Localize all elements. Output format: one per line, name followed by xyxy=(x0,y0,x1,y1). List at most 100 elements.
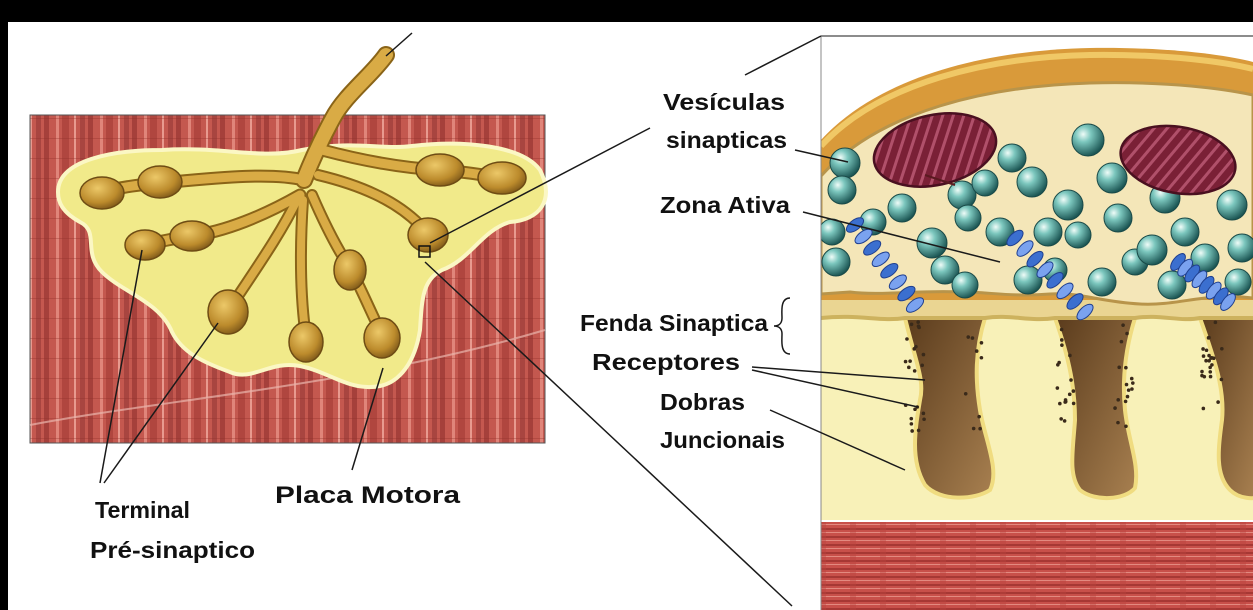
receptor-dot xyxy=(1113,406,1117,410)
terminal-bouton xyxy=(80,177,124,209)
synaptic-vesicle xyxy=(828,176,856,204)
receptor-dot xyxy=(1209,375,1213,379)
label-receptores: Receptores xyxy=(592,349,740,375)
terminal-bouton xyxy=(364,318,400,358)
receptor-dot xyxy=(1126,395,1130,399)
label-dobras-line1: Dobras xyxy=(660,389,745,415)
receptor-dot xyxy=(1131,381,1135,385)
terminal-bouton xyxy=(125,230,165,260)
receptor-dot xyxy=(1120,340,1124,344)
receptor-dot xyxy=(977,415,981,419)
receptor-dot xyxy=(910,429,914,433)
receptor-dot xyxy=(1124,424,1128,428)
synaptic-vesicle xyxy=(1217,190,1247,220)
receptor-dot xyxy=(1130,387,1134,391)
receptor-dot xyxy=(1208,370,1212,374)
top-black-border xyxy=(0,0,1253,22)
receptor-dot xyxy=(1116,398,1120,402)
receptor-dot xyxy=(1216,400,1220,404)
receptor-dot xyxy=(1056,363,1060,367)
receptor-dot xyxy=(1068,354,1072,358)
receptor-dot xyxy=(910,323,914,327)
label-zona-ativa: Zona Ativa xyxy=(660,192,790,218)
receptor-dot xyxy=(1207,336,1211,340)
synaptic-vesicle xyxy=(1225,269,1251,295)
receptor-dot xyxy=(1068,393,1072,397)
synaptic-vesicle xyxy=(1228,234,1253,262)
synaptic-vesicle xyxy=(1137,235,1167,265)
label-vesiculas-line2: sinapticas xyxy=(666,127,787,153)
receptor-dot xyxy=(980,341,984,345)
nerve-branch xyxy=(301,200,305,330)
terminal-bouton xyxy=(289,322,323,362)
terminal-bouton xyxy=(416,154,464,186)
receptor-dot xyxy=(1124,400,1128,404)
receptor-dot xyxy=(1130,377,1134,381)
receptor-dot xyxy=(1060,343,1064,347)
receptor-dot xyxy=(1063,419,1067,423)
receptor-dot xyxy=(1058,402,1062,406)
receptor-dot xyxy=(922,417,926,421)
receptor-dot xyxy=(1060,338,1064,342)
synaptic-vesicle xyxy=(1065,222,1091,248)
receptor-dot xyxy=(1204,359,1208,363)
receptor-dot xyxy=(1200,370,1204,374)
receptor-dot xyxy=(1064,398,1068,402)
synaptic-vesicle xyxy=(1034,218,1062,246)
receptor-dot xyxy=(905,337,909,341)
muscle-fiber-detail xyxy=(821,522,1253,610)
receptor-dot xyxy=(913,369,917,373)
receptor-dot xyxy=(922,412,926,416)
receptor-dot xyxy=(1124,366,1128,370)
receptor-dot xyxy=(1116,421,1120,425)
receptor-dot xyxy=(980,356,984,360)
receptor-dot xyxy=(1072,402,1076,406)
receptor-dot xyxy=(1127,388,1131,392)
synaptic-vesicle xyxy=(822,248,850,276)
receptor-dot xyxy=(907,366,911,370)
synaptic-vesicle xyxy=(1171,218,1199,246)
postsynaptic-membrane xyxy=(821,317,1253,319)
receptor-dot xyxy=(1202,407,1206,411)
label-placa-motora: Placa Motora xyxy=(275,482,461,509)
fenda-brace xyxy=(774,298,790,354)
zoom-line-top xyxy=(745,36,821,75)
receptor-dot xyxy=(1059,417,1063,421)
receptor-dot xyxy=(909,417,913,421)
synaptic-vesicle xyxy=(955,205,981,231)
receptor-dot xyxy=(910,422,914,426)
synaptic-vesicle xyxy=(952,272,978,298)
receptor-dot xyxy=(1125,332,1129,336)
receptor-dot xyxy=(971,336,975,340)
receptor-dot xyxy=(1117,366,1121,370)
receptor-dot xyxy=(916,320,920,324)
receptor-dot xyxy=(1202,354,1206,358)
synaptic-vesicle xyxy=(972,170,998,196)
receptor-dot xyxy=(1069,378,1073,382)
left-black-border xyxy=(0,0,8,610)
synaptic-vesicle xyxy=(998,144,1026,172)
label-vesiculas-line1: Vesículas xyxy=(663,89,785,115)
synaptic-vesicle xyxy=(888,194,916,222)
receptor-dot xyxy=(1203,375,1207,379)
label-fenda-sinaptica: Fenda Sinaptica xyxy=(580,310,768,336)
receptor-dot xyxy=(914,345,918,349)
synapse-zoom-panel xyxy=(819,37,1253,610)
receptor-dot xyxy=(966,335,970,339)
terminal-bouton xyxy=(408,218,448,252)
nerve-leader-line xyxy=(386,33,412,56)
postsynaptic-sarcoplasm xyxy=(821,305,1253,520)
receptor-dot xyxy=(904,360,908,364)
synaptic-vesicle xyxy=(1072,124,1104,156)
receptor-dot xyxy=(920,363,924,367)
synaptic-vesicle xyxy=(830,148,860,178)
synaptic-vesicle xyxy=(819,219,845,245)
receptor-dot xyxy=(1201,347,1205,351)
receptor-dot xyxy=(1209,356,1213,360)
receptor-dot xyxy=(1056,386,1060,390)
receptor-dot xyxy=(913,407,917,411)
label-terminal-line2: Pré-sinaptico xyxy=(90,537,255,563)
receptor-dot xyxy=(1208,366,1212,370)
receptor-dot xyxy=(1125,383,1129,387)
